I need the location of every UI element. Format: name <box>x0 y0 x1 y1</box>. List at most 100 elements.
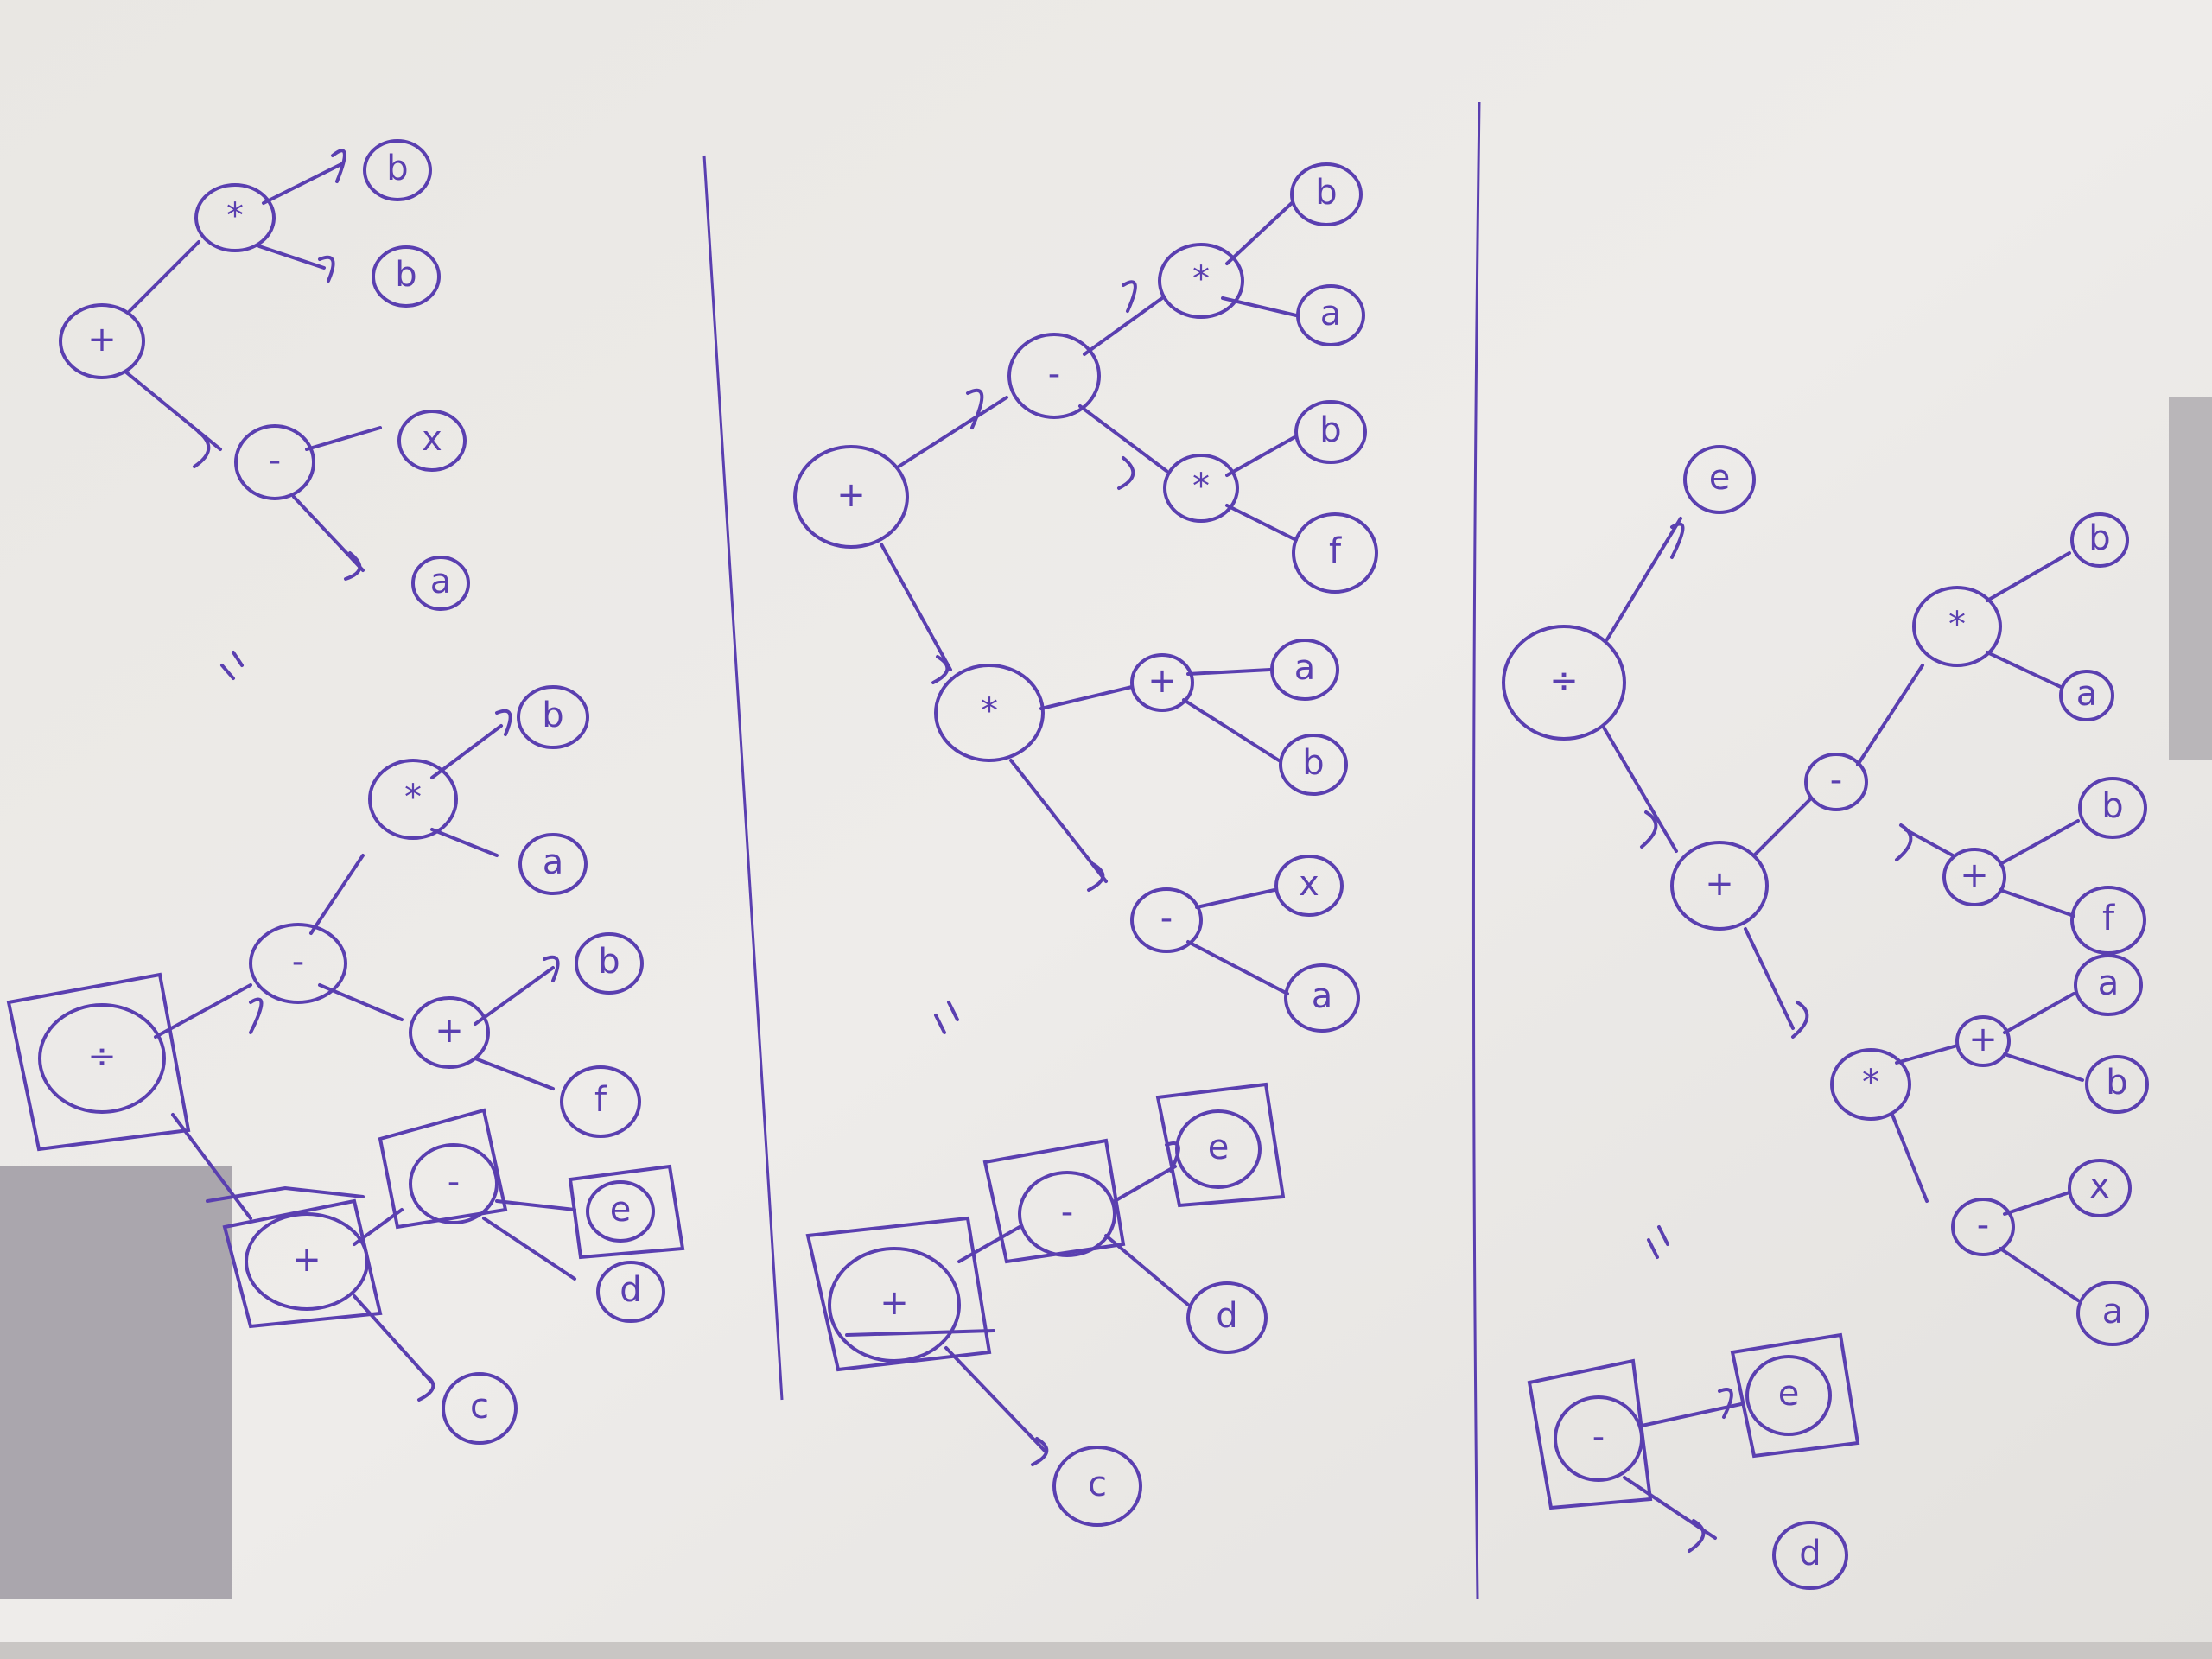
label: - <box>292 942 304 982</box>
node-circle <box>1683 445 1756 514</box>
background-strip-bottom <box>0 1642 2212 1659</box>
label: c <box>470 1387 489 1427</box>
edge <box>845 1329 995 1337</box>
node-circle <box>793 445 909 549</box>
edge <box>1195 888 1276 909</box>
edge <box>1999 888 2075 918</box>
edge <box>1601 724 1678 853</box>
label: a <box>430 562 452 601</box>
box-outline <box>222 1198 383 1329</box>
redaction-block <box>0 1166 232 1599</box>
equals-sign-stroke <box>947 1001 959 1021</box>
label: a <box>543 842 564 882</box>
node-circle <box>1912 586 2002 667</box>
node-circle <box>575 932 644 995</box>
label: f <box>1329 531 1342 571</box>
label: b <box>1319 410 1341 450</box>
label: a <box>1320 294 1342 334</box>
node-circle <box>409 996 490 1069</box>
label: * <box>981 691 998 731</box>
edge <box>880 543 952 671</box>
edge-hook <box>1791 1001 1809 1039</box>
node-circle <box>194 183 276 252</box>
edge <box>1895 1044 1959 1065</box>
label: + <box>1960 855 1989 895</box>
divider-line-left <box>702 155 784 1401</box>
edge <box>1640 1402 1743 1427</box>
box-outline <box>568 1164 685 1260</box>
label: f <box>594 1080 607 1120</box>
node-circle <box>1130 887 1203 953</box>
node-circle <box>1158 243 1244 319</box>
edge <box>1078 404 1168 473</box>
equals-sign-stroke <box>232 651 244 667</box>
node-circle <box>2070 886 2146 955</box>
edge <box>1182 698 1281 762</box>
label: - <box>1061 1192 1073 1232</box>
label: * <box>404 778 422 817</box>
node-circle <box>2085 1055 2149 1114</box>
label: c <box>1088 1465 1107 1504</box>
edge <box>1225 435 1298 477</box>
edge <box>128 240 200 313</box>
edge-hook <box>249 997 264 1034</box>
node-circle <box>586 1180 655 1243</box>
label: b <box>542 696 563 735</box>
box-outline <box>6 972 191 1152</box>
edge <box>1999 819 2080 866</box>
equals-sign-stroke <box>934 1014 946 1034</box>
edge <box>292 495 365 572</box>
label: * <box>1192 467 1210 506</box>
label: + <box>880 1283 909 1323</box>
edge <box>1221 296 1298 317</box>
label: b <box>2101 786 2123 826</box>
label: d <box>620 1270 641 1310</box>
label: b <box>2088 518 2110 558</box>
label: a <box>1312 976 1333 1016</box>
box-outline <box>1730 1332 1860 1459</box>
equals-sign-stroke <box>220 664 235 680</box>
edge <box>309 854 365 935</box>
node-circle <box>2059 670 2114 721</box>
label: * <box>1862 1063 1879 1103</box>
label: + <box>836 475 866 515</box>
node-circle <box>234 424 315 500</box>
node-circle <box>372 245 441 308</box>
node-circle <box>2070 512 2129 568</box>
edge <box>1752 798 1812 857</box>
node-circle <box>560 1065 641 1138</box>
label: * <box>1948 605 1966 645</box>
node-circle <box>245 1212 369 1311</box>
label: b <box>1315 173 1337 213</box>
edge <box>257 245 326 270</box>
node-circle <box>828 1247 961 1363</box>
box-outline <box>982 1138 1126 1264</box>
label: a <box>2098 963 2120 1003</box>
edge <box>1104 1234 1190 1306</box>
node-circle <box>1294 400 1367 464</box>
box-outline <box>1527 1358 1653 1510</box>
label: * <box>226 196 244 236</box>
edge <box>171 1113 252 1220</box>
edge <box>305 426 382 451</box>
edge-hook <box>1688 1519 1706 1553</box>
edge <box>1891 1113 1929 1203</box>
label: + <box>87 320 117 359</box>
edge-hook <box>331 149 346 183</box>
label: - <box>1048 354 1060 394</box>
equals-sign-stroke <box>1647 1238 1659 1259</box>
node-circle <box>249 923 347 1004</box>
edge <box>1605 517 1682 641</box>
edge-hook <box>1165 1141 1180 1173</box>
edge <box>318 983 404 1021</box>
equals-sign-stroke <box>1657 1225 1669 1246</box>
node-circle <box>38 1003 166 1114</box>
edge <box>1999 1247 2080 1302</box>
node-circle <box>1955 1015 2011 1067</box>
node-circle <box>1745 1355 1832 1436</box>
node-circle <box>363 139 432 201</box>
edge <box>1744 927 1795 1030</box>
node-circle <box>1830 1048 1911 1121</box>
